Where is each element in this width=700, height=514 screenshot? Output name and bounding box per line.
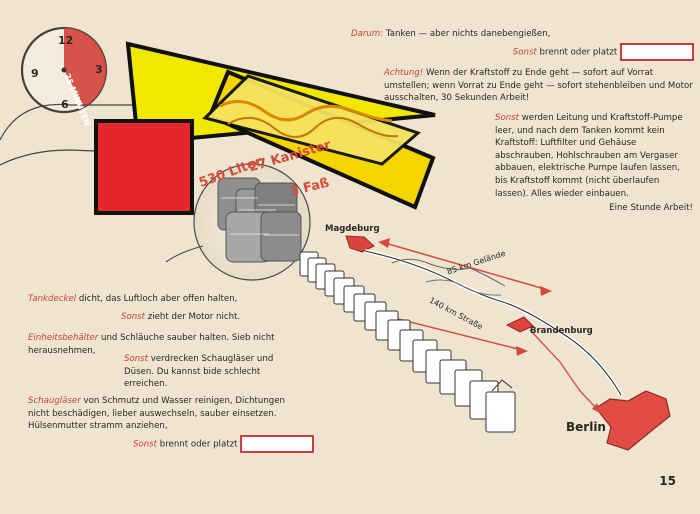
schau-label: Schaugläser [28,396,81,406]
stunde-line: Eine Stunde Arbeit! [609,203,693,213]
darum-text: Tanken — aber nichts danebengießen, [385,29,551,39]
jerrycan-row [299,251,516,433]
sonst1-label: Sonst [512,47,537,58]
sonst2-text: werden Leitung und Kraftstoff-Pumpe leer… [495,113,683,199]
sonst5-line: Sonst brennt oder platzt [133,435,343,453]
achtung-text: Wenn der Kraftstoff zu Ende geht — sofor… [384,68,693,104]
achtung-paragraph: Achtung! Wenn der Kraftstoff zu Ende geh… [384,67,693,105]
answer-blank[interactable] [620,43,694,61]
sonst4-text: verdrecken Schaugläser und Düsen. Du kan… [124,354,274,390]
sonst3-line: Sonst zieht der Motor nicht. [121,311,321,324]
sonst1-line: Sonst brennt oder platzt [432,43,694,61]
page-number: 15 [659,474,676,488]
tankdeckel-label: Tankdeckel [28,294,77,304]
magdeburg-label: Magdeburg [325,224,380,234]
achtung-label: Achtung! [384,68,424,78]
einheits-text: und Schläuche sauber halten. Sieb nicht … [28,333,275,356]
sonst3-label: Sonst [121,312,146,322]
berlin-label: Berlin [566,420,606,434]
schau-paragraph: Schaugläser von Schmutz und Wasser reini… [28,395,300,433]
sonst2-paragraph: Sonst werden Leitung und Kraftstoff-Pump… [495,112,693,200]
einheits-label: Einheitsbehälter [28,333,99,343]
darum-label: Darum: [351,29,384,39]
sonst3-text: zieht der Motor nicht. [147,312,241,322]
tankdeckel-line: Tankdeckel dicht, das Luftloch aber offe… [28,293,288,306]
clock-number: 6 [61,98,69,111]
route-map [344,235,671,451]
clock-icon [20,26,108,114]
clock-number: 3 [95,63,103,76]
schau-text: von Schmutz und Wasser reinigen, Dichtun… [28,396,285,432]
sonst4-paragraph: Sonst verdrecken Schaugläser und Düsen. … [124,353,300,391]
sonst1-text: brennt oder platzt [539,47,618,58]
einheits-paragraph: Einheitsbehälter und Schläuche sauber ha… [28,332,300,357]
brandenburg-label: Brandenburg [530,326,593,336]
clock-number: 9 [31,67,39,80]
red-square [94,119,194,215]
tankdeckel-text: dicht, das Luftloch aber offen halten, [78,294,238,304]
sonst5-text: brennt oder platzt [159,439,238,450]
darum-line: Darum: Tanken — aber nichts danebengieße… [351,28,666,41]
barrel-bubble [165,163,311,281]
sonst5-label: Sonst [133,439,158,450]
clock-number: 12 [58,34,74,47]
sonst2-label: Sonst [495,113,520,123]
sonst4-label: Sonst [124,354,149,364]
answer-blank[interactable] [240,435,315,453]
